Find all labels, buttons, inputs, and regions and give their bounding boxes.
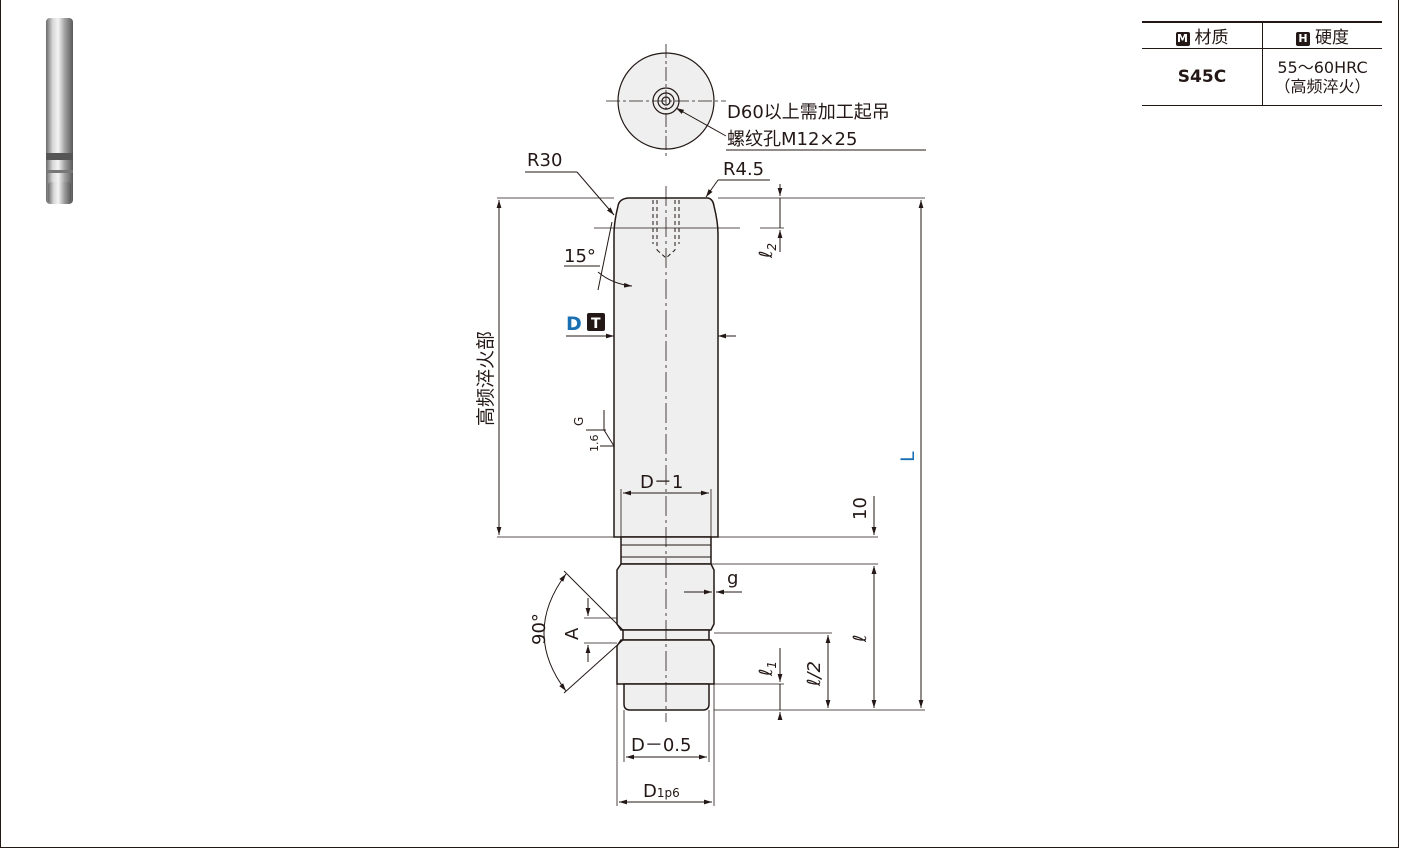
angle90-label: 90°	[529, 613, 550, 645]
hardness-value: 55～60HRC （高频淬火）	[1262, 48, 1382, 106]
l-label: ℓ	[850, 635, 871, 643]
d-minus-05-label: D－0.5	[631, 735, 692, 756]
threaded-hole	[652, 200, 680, 259]
top-view	[606, 44, 926, 157]
d-tag-box	[587, 313, 605, 331]
material-value: S45C	[1142, 48, 1263, 106]
angle15-label: 15°	[564, 246, 596, 267]
d-tag: T	[591, 316, 601, 332]
product-photo	[46, 18, 73, 204]
r45-label: R4.5	[723, 159, 764, 180]
g-label: g	[727, 568, 738, 589]
dimension-lines	[496, 171, 925, 806]
d-label: D	[566, 313, 582, 335]
hardened-zone-label: 高频淬火部	[475, 331, 497, 426]
surface-value: 1.6	[588, 435, 601, 453]
d-minus-1-label: D－1	[640, 472, 683, 493]
l1-label: ℓ1	[756, 661, 779, 677]
a-label: A	[562, 627, 583, 640]
material-icon: M	[1175, 32, 1190, 46]
l-half-label: ℓ/2	[804, 661, 825, 687]
surface-g: G	[572, 417, 586, 426]
l-total-label: L	[897, 451, 919, 462]
note-line2: 螺纹孔M12×25	[727, 129, 857, 150]
d1p6-label: D1p6	[643, 781, 680, 802]
r30-label: R30	[527, 150, 562, 171]
note-line1: D60以上需加工起吊	[727, 102, 890, 123]
hardness-icon: H	[1296, 32, 1310, 46]
dim-10-label: 10	[850, 497, 871, 520]
l2-label: ℓ2	[756, 243, 779, 259]
